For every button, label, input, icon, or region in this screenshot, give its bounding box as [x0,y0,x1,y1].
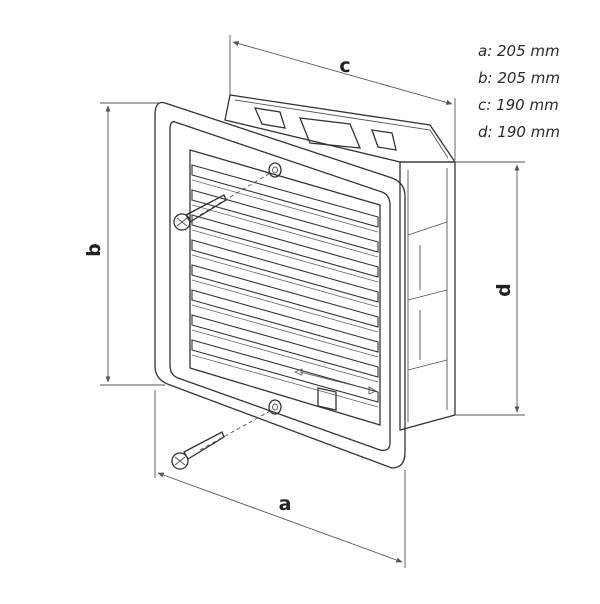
label-a: a [279,493,292,515]
dimension-c-text: c: 190 mm [478,96,559,114]
label-d: d [493,283,515,297]
louver-shadow-line [191,179,379,233]
louver-slat [191,164,379,228]
dimension-c: c [229,35,456,160]
dimension-d-text: d: 190 mm [478,123,560,141]
slider-control [293,368,378,411]
louver-shadow-line [191,204,379,258]
dimension-a: a [154,390,406,568]
louver-shadow-line [191,229,379,283]
louver-slat [191,189,379,253]
louver-slats [191,164,379,408]
louver-shadow-line [191,304,379,358]
dimension-a-text: a: 205 mm [478,42,560,60]
housing-box [224,94,457,431]
front-frame [154,101,406,469]
screw-holes [268,162,282,415]
louver-slat [191,314,379,378]
louver-slat [191,264,379,328]
dimension-d: d [455,161,525,416]
louver-shadow-line [191,254,379,308]
dimension-b-text: b: 205 mm [478,69,560,87]
louver-slat [191,239,379,303]
label-b: b [83,243,105,257]
louver-shadow-line [191,329,379,383]
label-c: c [339,55,350,77]
dimension-b: b [83,102,165,386]
louver-slat [191,339,379,403]
louver-shadow-line [191,354,379,408]
louver-slat [191,289,379,353]
louver-slat [191,214,379,278]
louver-shadow-line [191,279,379,333]
screw-top [173,171,273,231]
dimension-list: a: 205 mm b: 205 mm c: 190 mm d: 190 mm [478,38,560,146]
screw-bottom [171,409,273,470]
